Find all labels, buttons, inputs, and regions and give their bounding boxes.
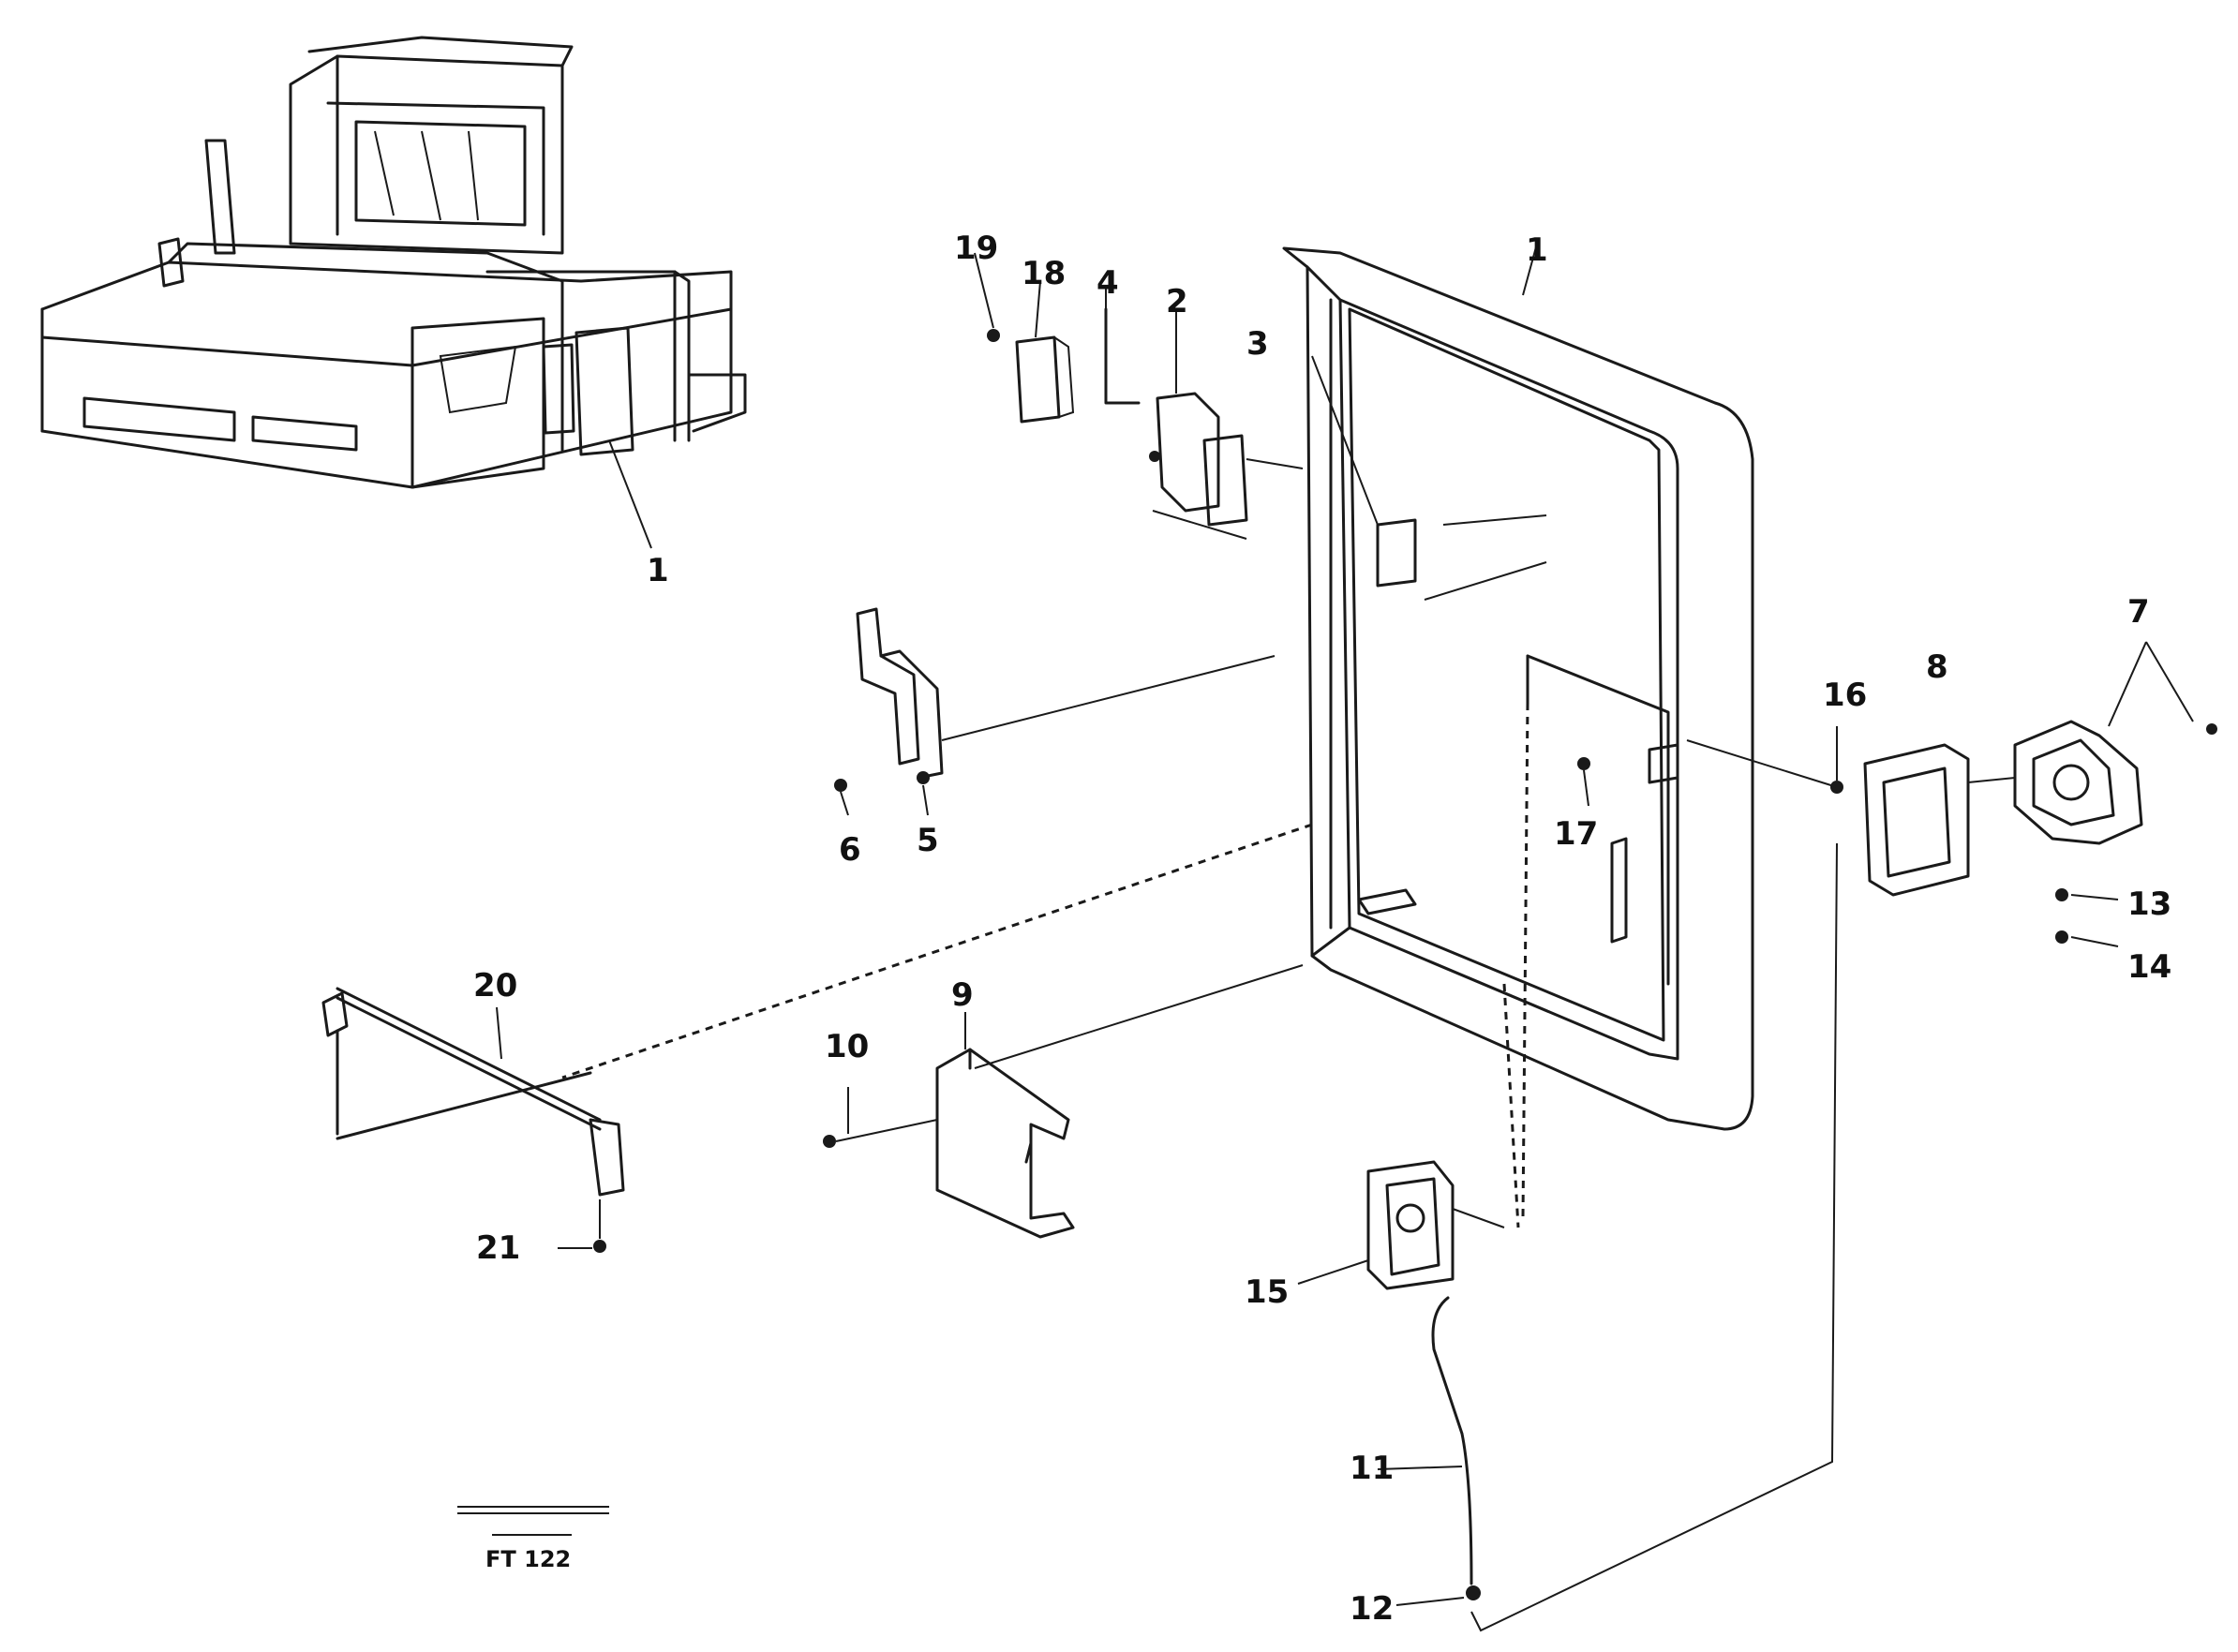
- callout-11: 11: [1350, 1450, 1395, 1487]
- callout-7: 7: [2127, 593, 2150, 631]
- bracket-5: [834, 607, 1276, 816]
- lock-rod-assembly: [1297, 1160, 1505, 1606]
- callout-4: 4: [1097, 264, 1119, 302]
- hinge-parts: [974, 252, 1547, 601]
- callout-10: 10: [825, 1028, 870, 1065]
- figure-id: FT 122: [485, 1546, 572, 1572]
- callout-3: 3: [1246, 325, 1269, 363]
- bracket-9: [823, 964, 1304, 1239]
- callout-6: 6: [839, 831, 861, 869]
- callout-16: 16: [1823, 677, 1868, 714]
- latch-assembly: [1470, 641, 2217, 1632]
- callout-19: 19: [954, 230, 999, 267]
- callout-14: 14: [2127, 948, 2172, 986]
- callout-12: 12: [1350, 1590, 1395, 1628]
- door-panel: [561, 243, 1754, 1228]
- callout-21: 21: [476, 1229, 521, 1267]
- callout-1-door: 1: [1526, 231, 1548, 269]
- callout-5: 5: [917, 822, 939, 859]
- machine-overview: [40, 36, 747, 549]
- callout-8: 8: [1926, 648, 1948, 686]
- figure-stamp: [457, 1506, 609, 1536]
- callout-17: 17: [1554, 815, 1599, 853]
- callout-13: 13: [2127, 886, 2172, 923]
- bracket-20: [321, 987, 625, 1253]
- callout-2: 2: [1166, 283, 1188, 320]
- callout-15: 15: [1245, 1273, 1290, 1311]
- callout-1-machine: 1: [647, 552, 669, 589]
- callout-9: 9: [951, 976, 974, 1014]
- callout-20: 20: [473, 967, 518, 1005]
- callout-18: 18: [1022, 255, 1067, 292]
